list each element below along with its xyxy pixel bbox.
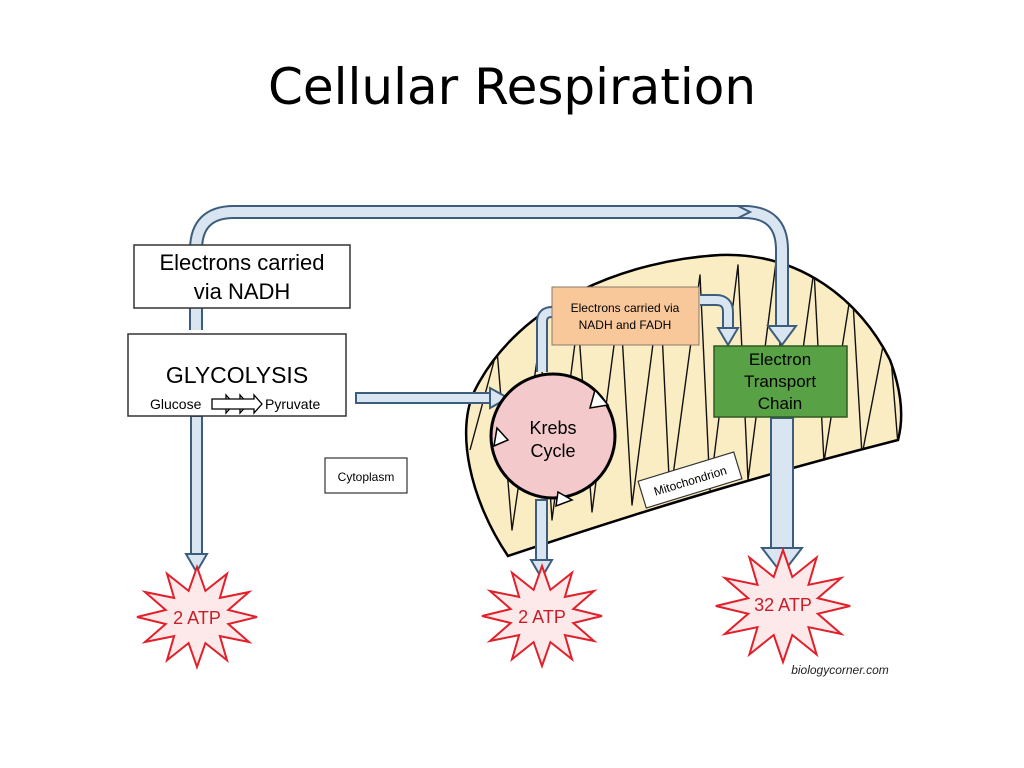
electron-transport-chain-box: Electron Transport Chain <box>713 345 848 418</box>
krebs-cycle-arrowhead <box>555 490 574 508</box>
krebs-line2: Cycle <box>530 441 575 461</box>
glycolysis-box: GLYCOLYSIS Glucose Pyruvate <box>127 333 347 417</box>
glycolysis-step-arrows <box>211 393 263 415</box>
electrons-nadh-fadh-box: Electrons carried via NADH and FADH <box>551 286 700 346</box>
electrons-nadh-fadh-line1: Electrons carried via <box>571 301 680 315</box>
atp-krebs-label: 2 ATP <box>518 607 566 627</box>
glucose-label: Glucose <box>150 396 202 412</box>
electrons-nadh-box: Electrons carried via NADH <box>133 244 351 309</box>
glycolysis-title: GLYCOLYSIS <box>166 362 308 388</box>
etc-line2: Transport <box>744 372 816 391</box>
pyruvate-label: Pyruvate <box>265 396 320 412</box>
etc-line1: Electron <box>749 350 811 369</box>
electrons-nadh-line2: via NADH <box>194 279 291 304</box>
electrons-nadh-line1: Electrons carried <box>159 250 324 275</box>
krebs-line1: Krebs <box>529 418 576 438</box>
atp-star-glycolysis: 2 ATP <box>136 563 258 671</box>
nadh-to-etc-arrow <box>189 205 798 347</box>
etc-line3: Chain <box>758 394 802 413</box>
krebs-cycle: Krebs Cycle <box>489 372 617 508</box>
krebs-cycle-arrowhead <box>588 388 610 409</box>
slide-title: Cellular Respiration <box>267 58 757 116</box>
atp-etc-label: 32 ATP <box>754 595 812 615</box>
credit-label: biologycorner.com <box>791 663 889 677</box>
electrons-nadh-fadh-line2: NADH and FADH <box>579 318 672 332</box>
cytoplasm-label: Cytoplasm <box>338 470 395 484</box>
glycolysis-to-atp-arrow <box>184 415 209 574</box>
krebs-cycle-arrowhead <box>493 426 510 448</box>
atp-star-etc: 32 ATP <box>715 546 851 666</box>
pyruvate-to-krebs-arrow <box>355 386 511 410</box>
atp-star-krebs: 2 ATP <box>481 562 603 670</box>
nadh-fadh-to-etc-arrow <box>700 294 740 347</box>
atp-glycolysis-label: 2 ATP <box>173 608 221 628</box>
cytoplasm-label-box: Cytoplasm <box>324 457 408 494</box>
etc-to-atp-arrow <box>759 417 805 576</box>
